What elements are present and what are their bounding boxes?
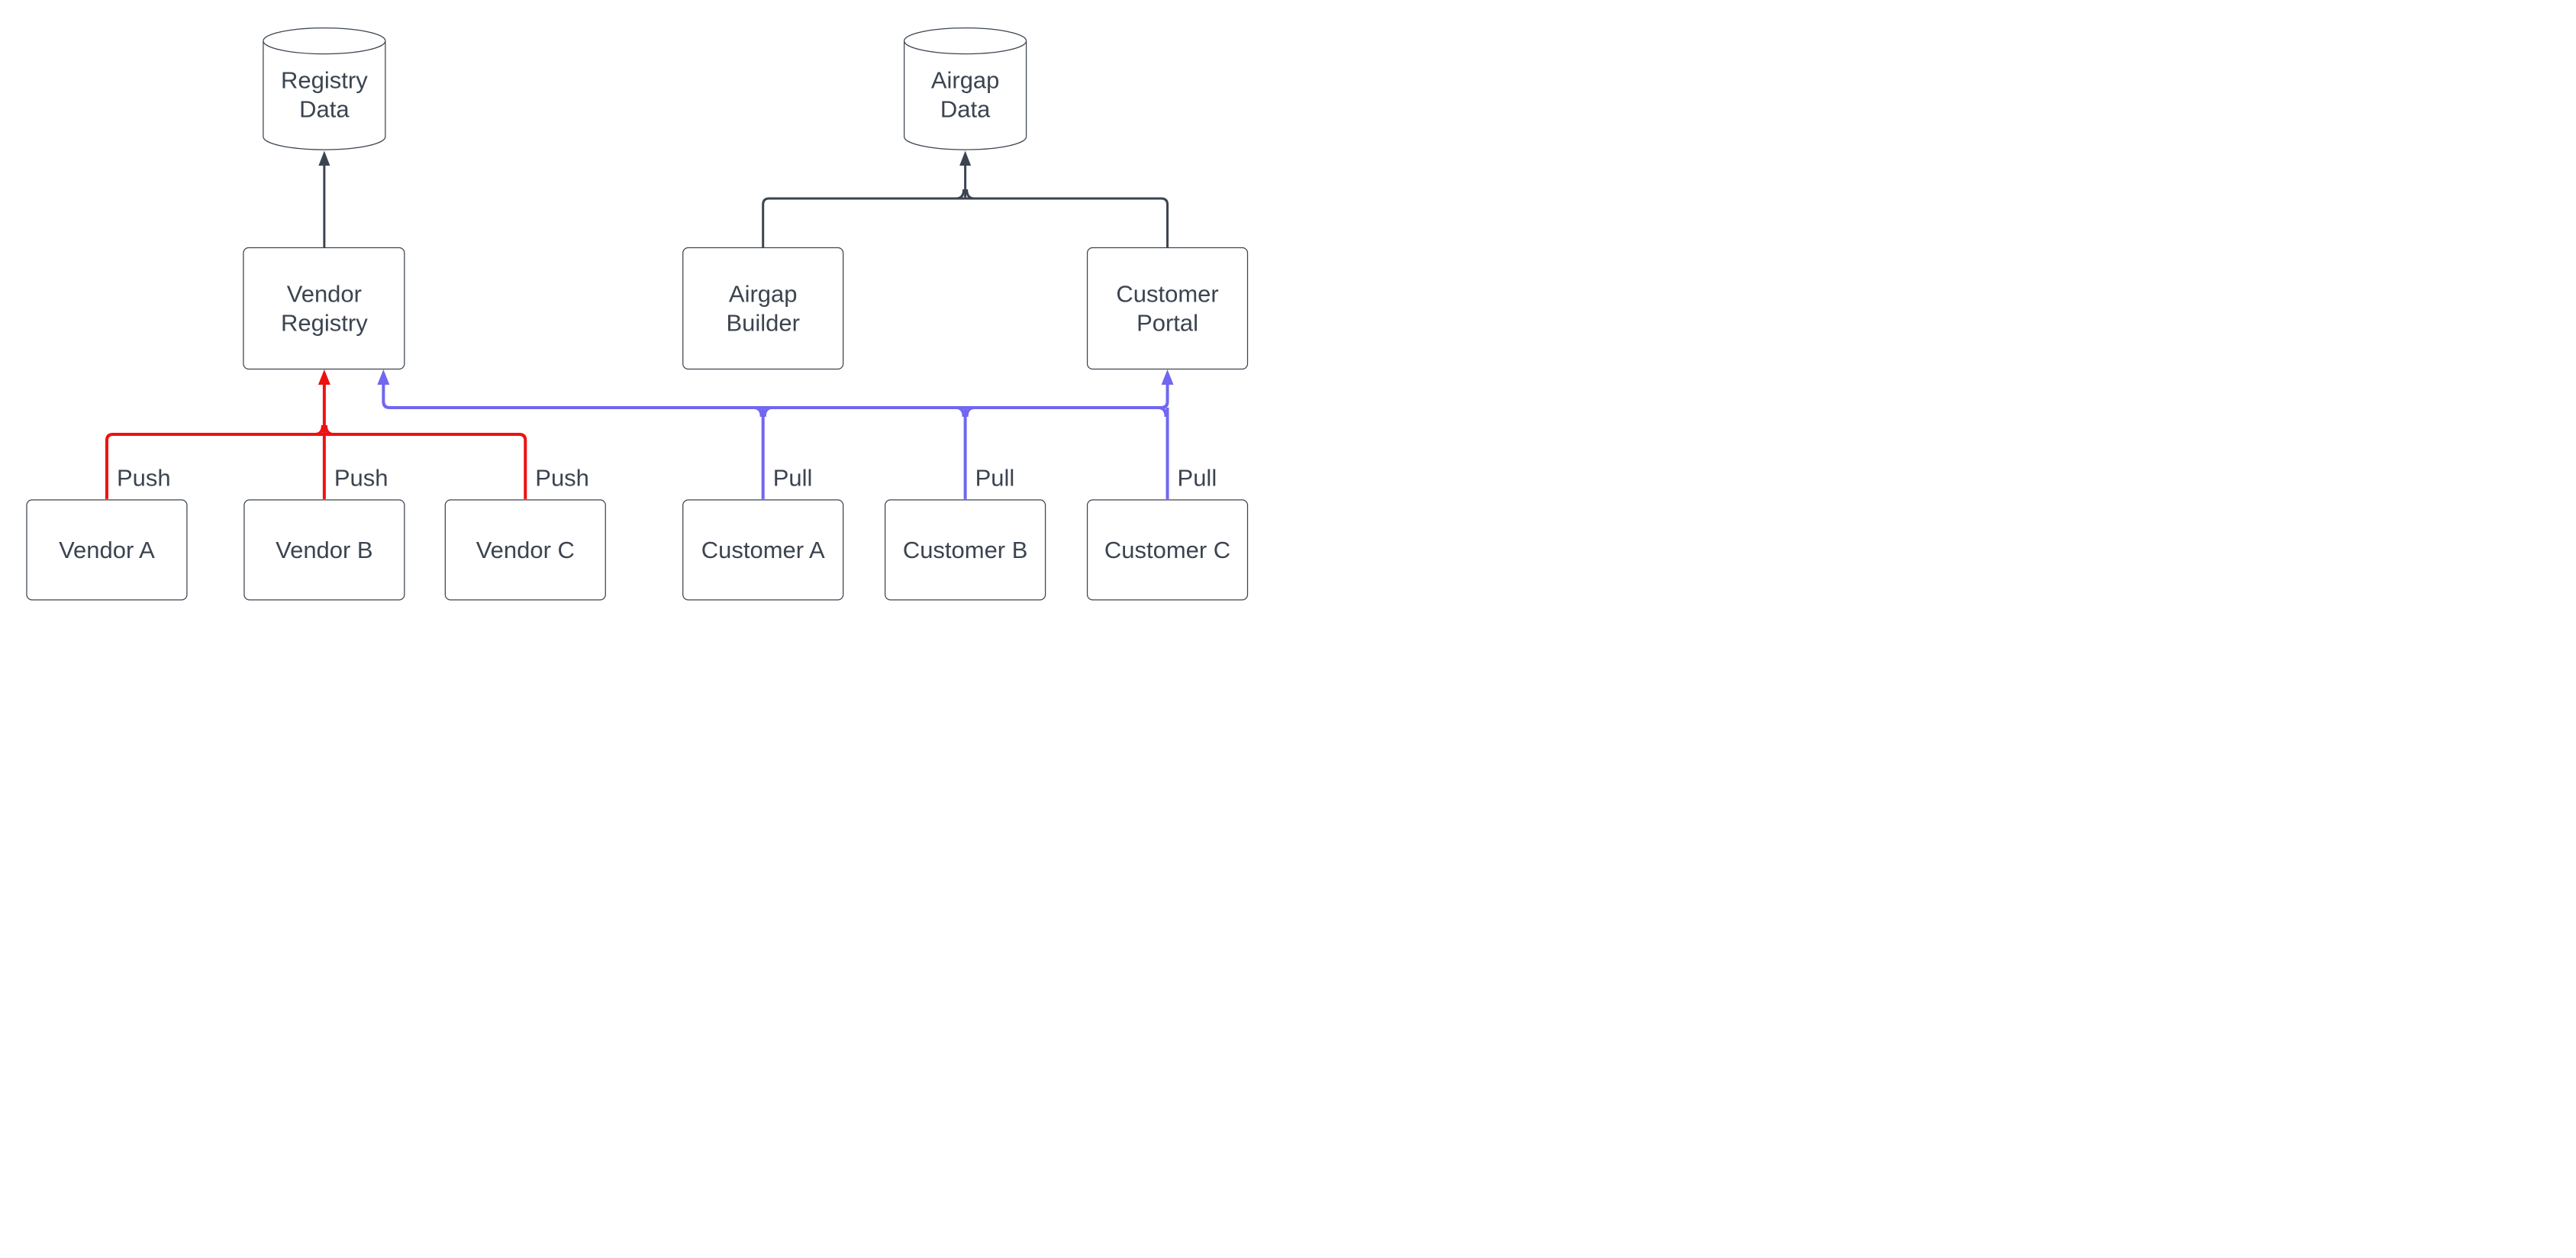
- vendor-registry-label-line1: Vendor: [287, 281, 362, 308]
- airgap-data-label-line2: Data: [940, 96, 991, 123]
- push-arrowheads: [318, 369, 330, 385]
- pull-label-customer-a: Pull: [773, 464, 813, 491]
- edge-airgap-builder-to-junction: [762, 197, 966, 248]
- vendor-registry-node: [243, 247, 405, 370]
- registry-data-cylinder: [263, 27, 386, 150]
- registry-data-cylinder-cap: [263, 27, 386, 41]
- customer-a-node: [682, 499, 844, 601]
- customer-b-label: Customer B: [903, 537, 1028, 563]
- diagram-canvas: Registry Data Airgap Data Vendor Registr…: [0, 0, 1288, 629]
- arrowhead-push-into-vendor-registry: [318, 369, 330, 385]
- customer-portal-label-line1: Customer: [1116, 281, 1218, 308]
- airgap-data-label-line1: Airgap: [931, 67, 1000, 94]
- push-label-vendor-c: Push: [535, 464, 589, 491]
- registry-data-label-line1: Registry: [281, 67, 368, 94]
- customer-c-label: Customer C: [1104, 537, 1230, 563]
- vendor-a-label: Vendor A: [59, 537, 155, 563]
- flow-diagram: Registry Data Airgap Data Vendor Registr…: [26, 27, 1249, 601]
- vendor-registry-label-line2: Registry: [281, 309, 368, 336]
- push-edges: [105, 369, 527, 499]
- airgap-data-cylinder: [904, 27, 1027, 150]
- arrowhead-pull-into-vendor-registry: [377, 369, 390, 385]
- junction-fillets: [956, 189, 975, 200]
- pull-label-customer-c: Pull: [1178, 464, 1217, 491]
- airgap-builder-label-line1: Airgap: [729, 281, 798, 308]
- registry-data-label-line2: Data: [299, 96, 350, 123]
- vendor-c-node: [444, 499, 606, 601]
- labels: Registry Data Airgap Data Vendor Registr…: [59, 67, 1230, 563]
- push-junction-fillets: [314, 424, 334, 436]
- push-label-vendor-b: Push: [334, 464, 388, 491]
- pull-junction-fillets: [753, 405, 1168, 418]
- customer-c-node: [1086, 499, 1249, 601]
- pull-bus-main: [382, 382, 1169, 409]
- airgap-builder-label-line2: Builder: [726, 309, 799, 336]
- push-label-vendor-a: Push: [117, 464, 171, 491]
- vendor-b-node: [243, 499, 405, 601]
- pull-edges: [377, 369, 1174, 499]
- dark-arrowheads: [318, 150, 972, 166]
- nodes: [26, 27, 1249, 601]
- arrowhead-into-airgap-data: [959, 150, 972, 166]
- arrowhead-into-registry-data: [318, 150, 330, 166]
- airgap-data-cylinder-cap: [904, 27, 1027, 41]
- vendor-c-label: Vendor C: [476, 537, 575, 563]
- edge-customer-portal-to-junction: [965, 197, 1169, 248]
- customer-portal-node: [1086, 247, 1249, 370]
- customer-portal-label-line2: Portal: [1136, 309, 1198, 336]
- datastore-edges: [318, 150, 1169, 248]
- pull-label-customer-b: Pull: [975, 464, 1015, 491]
- pull-arrowheads: [377, 369, 1174, 385]
- registry-data-cylinder-body: [263, 40, 386, 150]
- customer-b-node: [885, 499, 1046, 601]
- vendor-a-node: [26, 499, 188, 601]
- customer-a-label: Customer A: [701, 537, 825, 563]
- airgap-builder-node: [682, 247, 844, 370]
- arrowhead-pull-into-customer-portal: [1161, 369, 1174, 385]
- vendor-b-label: Vendor B: [276, 537, 372, 563]
- airgap-data-cylinder-body: [904, 40, 1027, 150]
